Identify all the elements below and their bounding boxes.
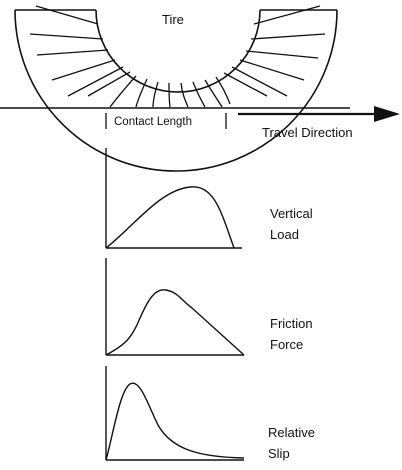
- vertical-load-label-line2: Load: [270, 227, 299, 242]
- vertical-load-curve: [105, 186, 235, 249]
- travel-arrow-head: [374, 106, 400, 122]
- contact-length-label: Contact Length: [114, 116, 192, 128]
- tire-outer-arc: [14, 9, 338, 172]
- travel-direction-label: Travel Direction: [262, 125, 353, 140]
- relative-slip-label-line2: Slip: [268, 446, 290, 461]
- tire-tread: [14, 9, 338, 172]
- relative-slip-label-line1: Relative: [268, 425, 315, 440]
- relative-slip-curve: [105, 382, 245, 461]
- relative-slip-plot: [105, 366, 245, 461]
- tire-label: Tire: [162, 12, 184, 27]
- vertical-load-plot: [105, 148, 242, 249]
- contact-patch-blocks: [109, 75, 231, 108]
- friction-force-label-line1: Friction: [270, 316, 313, 331]
- tire-inner-arc: [95, 9, 261, 93]
- contact-length-bracket: [105, 113, 227, 129]
- tread-dividers: [29, 5, 326, 97]
- vertical-load-label-line1: Vertical: [270, 206, 313, 221]
- friction-force-label-line2: Force: [270, 337, 303, 352]
- friction-force-plot: [105, 258, 245, 356]
- friction-force-curve: [105, 289, 245, 356]
